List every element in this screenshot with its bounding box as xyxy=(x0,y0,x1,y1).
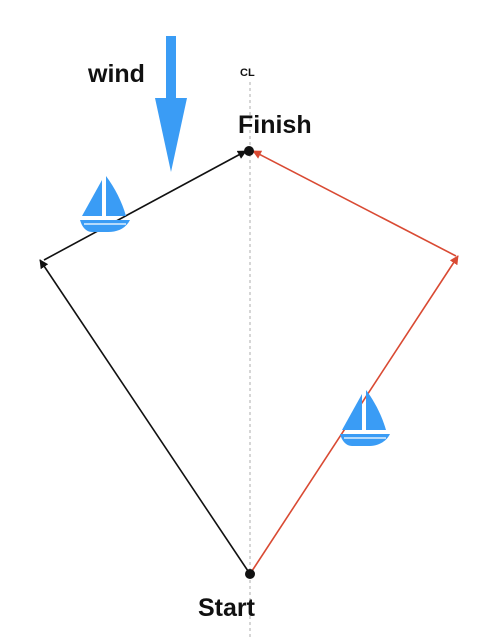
sailboat-icon xyxy=(80,176,130,232)
centerline-label: CL xyxy=(240,67,255,79)
port-course-reach-leg xyxy=(43,150,247,261)
sailboat-icon xyxy=(340,390,390,446)
wind-direction-arrow-icon xyxy=(155,36,187,172)
wind-label: wind xyxy=(88,60,145,88)
start-label: Start xyxy=(198,594,255,622)
finish-label: Finish xyxy=(238,111,312,139)
start-mark xyxy=(245,569,255,579)
starboard-course-reach-leg xyxy=(252,150,457,257)
port-course-upwind-leg xyxy=(39,259,251,575)
finish-mark xyxy=(244,146,254,156)
